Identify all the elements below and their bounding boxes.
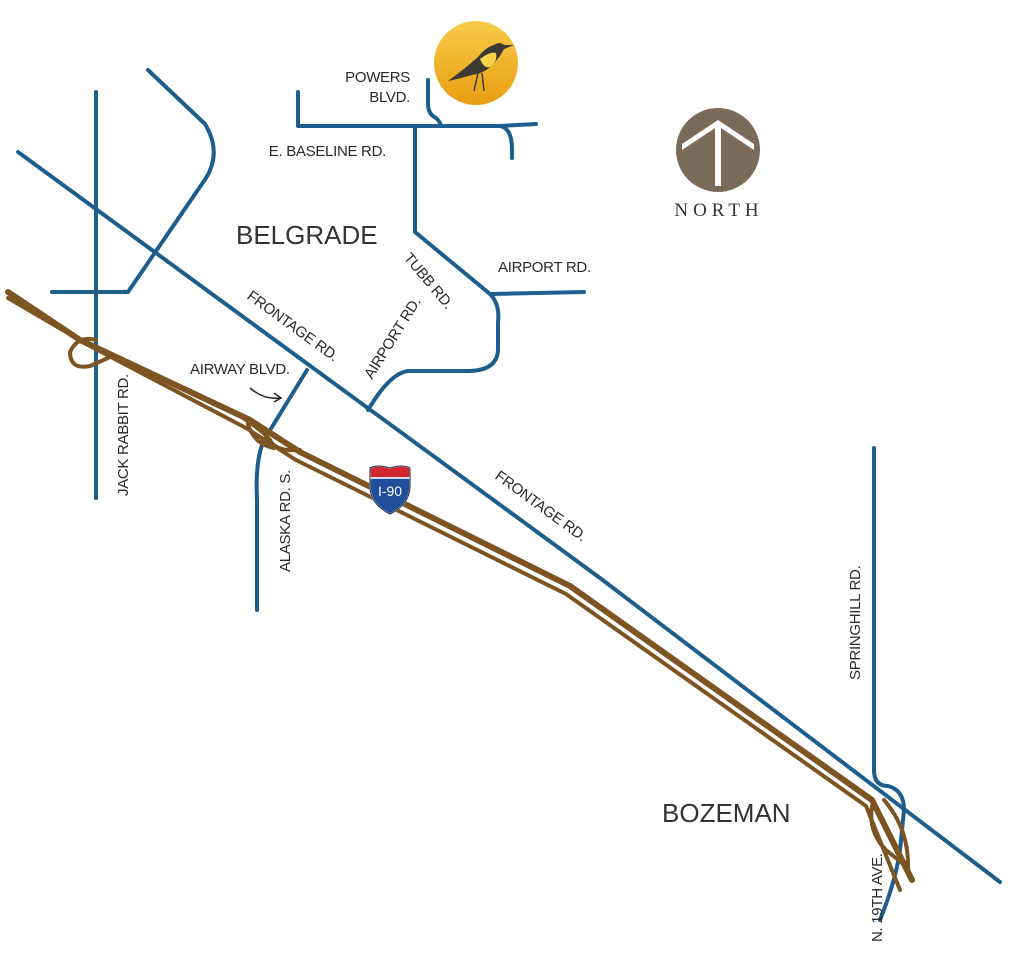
i90-shield-label: I-90 [378, 483, 402, 499]
frontage-road [16, 150, 1002, 884]
jack-rabbit-interchange [68, 336, 110, 369]
i90-westbound [6, 296, 902, 892]
springhill-road-label: SPRINGHILL RD. [847, 566, 864, 680]
airway-pointer-arrowhead [273, 392, 283, 403]
e-baseline-road-label: E. BASELINE RD. [269, 143, 386, 160]
airport-road-upper-label: AIRPORT RD. [498, 259, 591, 276]
airway-pointer-arrow [249, 387, 281, 400]
jack-rabbit-road-label: JACK RABBIT RD. [115, 374, 132, 496]
belgrade-west-road [50, 68, 216, 294]
n19th-interchange [869, 798, 911, 874]
interstate-90 [5, 289, 915, 892]
powers-blvd-label-1: POWERS [345, 69, 410, 86]
belgrade-label: BELGRADE [236, 220, 378, 250]
tubb-road [413, 124, 492, 296]
powers-blvd [426, 78, 443, 128]
alaska-road-label: ALASKA RD. S. [277, 470, 294, 572]
north-label: NORTH [674, 200, 763, 221]
meadowlark-icon [434, 21, 518, 105]
baseline-road-east-spur [498, 122, 538, 128]
i90-eastbound [5, 289, 915, 883]
airway-blvd-label: AIRWAY BLVD. [190, 361, 290, 378]
airport-road-lower-label: AIRPORT RD. [361, 294, 425, 382]
airway-interchange [238, 414, 302, 453]
airport-road-east [488, 290, 586, 296]
powers-blvd-label-2: BLVD. [369, 89, 410, 106]
north-arrow-icon [676, 108, 760, 192]
bozeman-label: BOZEMAN [662, 798, 791, 828]
i90-shield: I-90 [369, 465, 411, 515]
local-roads [16, 68, 1002, 922]
airport-road [366, 292, 501, 412]
n-19th-ave-label: N. 19TH AVE. [869, 853, 886, 942]
springhill-road [872, 446, 906, 922]
